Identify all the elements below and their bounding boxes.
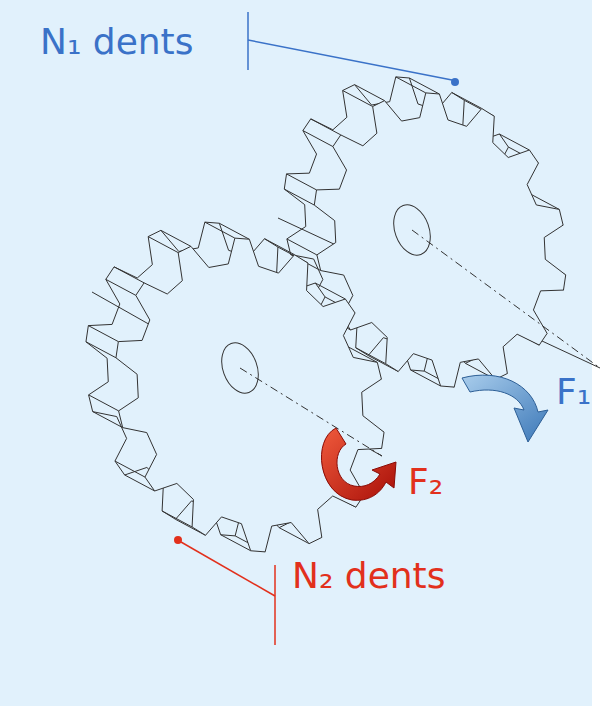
gear-two <box>42 184 427 590</box>
leader-dot <box>451 78 459 86</box>
gear-front-face <box>72 200 427 590</box>
part-label: N₁ dents <box>40 22 194 62</box>
rotation-arrow <box>462 375 548 442</box>
tooth-edge <box>499 134 529 150</box>
tooth-edge <box>311 119 341 135</box>
tooth-edge <box>265 239 295 255</box>
leader-tick <box>247 12 249 70</box>
tooth-edge <box>284 189 314 205</box>
tooth-edge <box>343 91 373 107</box>
tooth-edge <box>162 511 192 527</box>
force-label: F₁ <box>556 372 591 412</box>
tooth-edge <box>114 267 144 283</box>
tooth-edge <box>148 237 178 253</box>
tooth-edge <box>161 230 191 246</box>
part-label: N₂ dents <box>292 556 446 596</box>
tooth-edge <box>93 412 123 428</box>
tooth-edge <box>115 461 145 477</box>
axle-line <box>412 230 600 368</box>
axle-line <box>240 368 382 456</box>
leader-line <box>181 542 275 596</box>
tooth-edge <box>315 283 345 299</box>
tooth-edge <box>88 326 118 342</box>
tooth-edge <box>86 342 116 358</box>
tooth-edge <box>219 223 249 239</box>
tooth-edge <box>106 279 136 295</box>
leader-dot <box>174 536 182 544</box>
leader-line <box>248 40 452 80</box>
tooth-edge <box>89 395 119 411</box>
rotation-arrow <box>321 428 396 500</box>
tooth-edge <box>452 92 482 108</box>
tooth-edge <box>303 131 333 147</box>
tooth-edge <box>205 222 235 238</box>
leader-tick <box>274 565 276 645</box>
tooth-edge <box>287 174 317 190</box>
force-label: F₂ <box>408 462 443 502</box>
tooth-edge <box>409 78 439 94</box>
tooth-edge <box>355 85 385 101</box>
